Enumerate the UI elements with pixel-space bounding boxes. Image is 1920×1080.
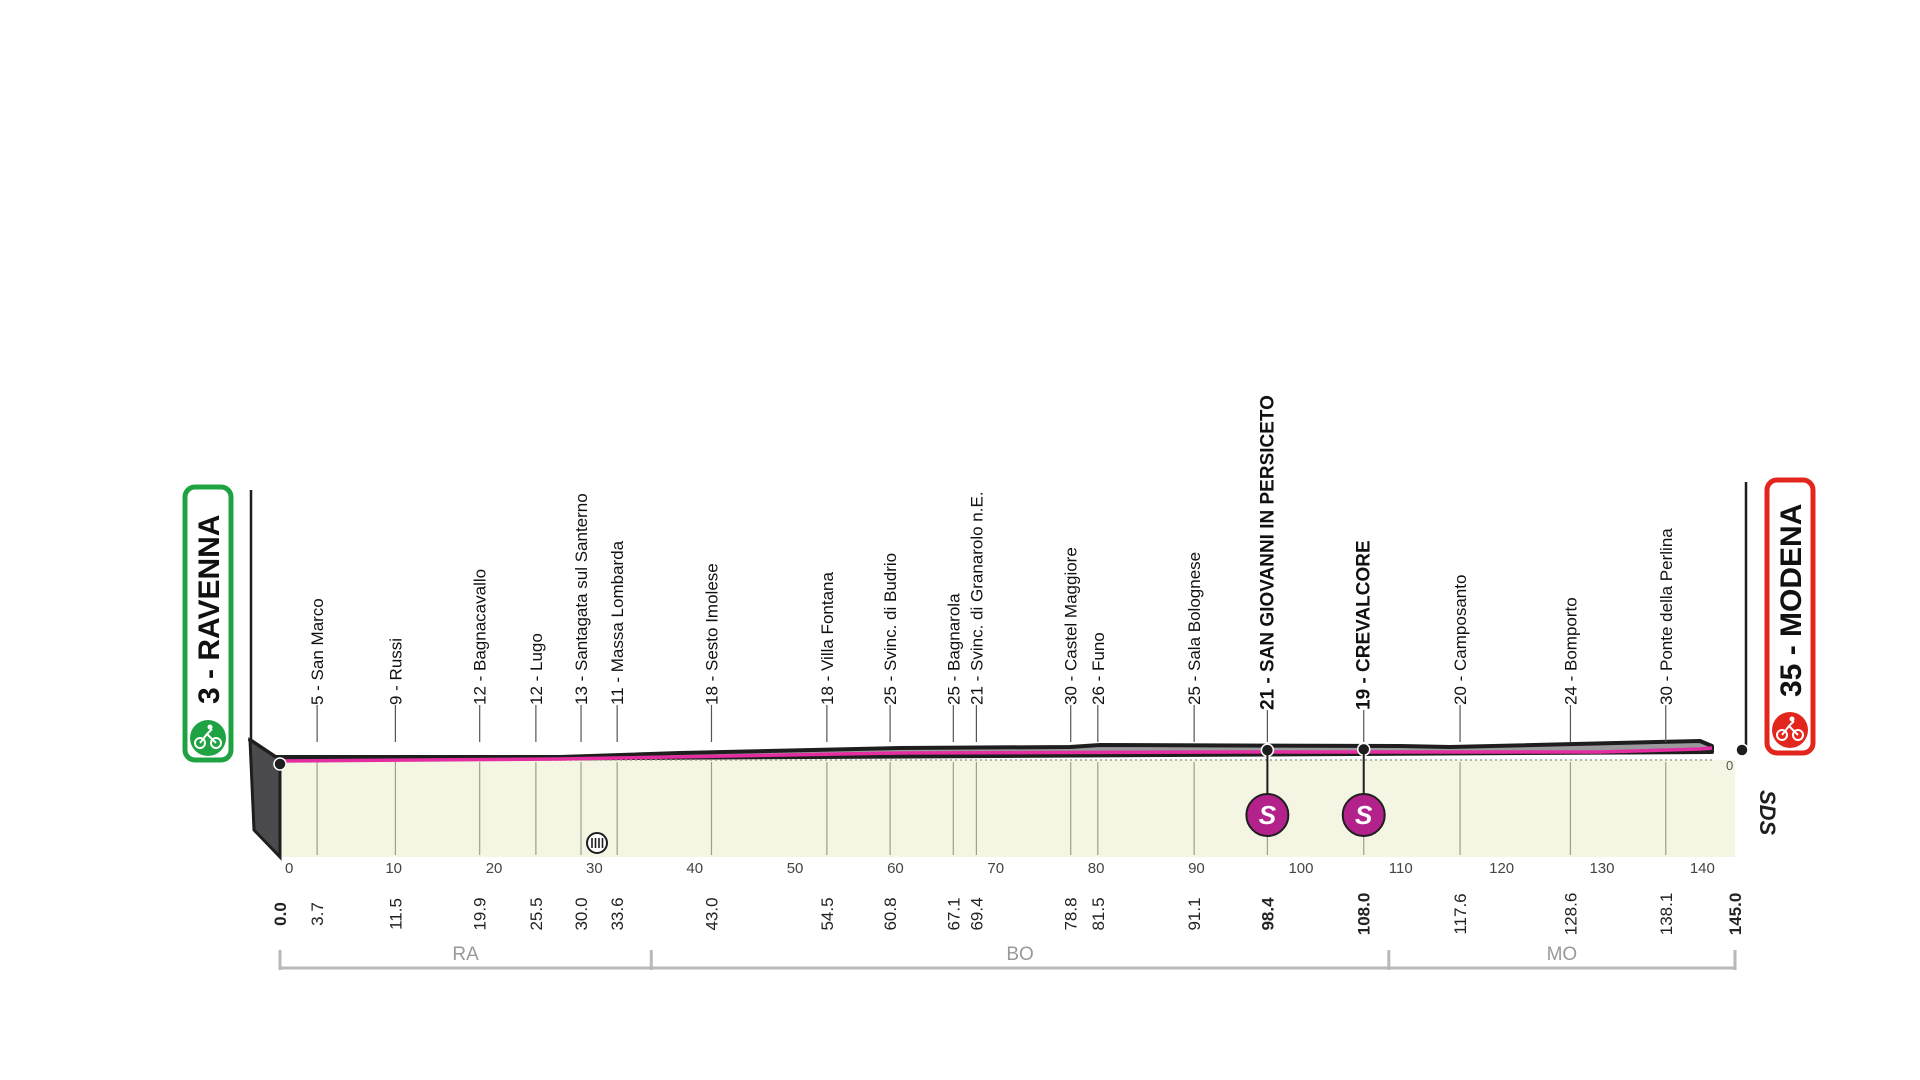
km-label: 117.6 [1451,893,1470,934]
km-label: 91.1 [1185,897,1204,930]
sprint-symbol: S [1355,800,1373,830]
axis-tick-label: 120 [1489,860,1514,877]
place-name: 12 - Lugo [527,633,546,705]
start-label: 3 - RAVENNA [193,515,226,704]
km-label: 11.5 [386,898,405,930]
km-label: 69.4 [967,897,986,930]
axis-tick-label: 0 [285,860,293,877]
axis-ticks: 0 10 20 30 40 50 60 70 80 90 100 110 120 130 140 [285,860,1715,877]
axis-tick-label: 30 [586,860,603,877]
axis-tick-label: 10 [385,860,402,877]
km-label: 3.7 [308,902,327,926]
zero-label: 0 [1726,758,1733,773]
profile-wall [248,737,282,861]
place-name: 30 - Castel Maggiore [1062,547,1081,705]
axis-tick-label: 20 [486,860,503,877]
place-name: 18 - Villa Fontana [818,572,837,705]
place-name: 9 - Russi [386,638,405,705]
km-label: 33.6 [608,897,627,930]
axis-tick-label: 110 [1389,860,1413,877]
km-label: 0.0 [271,902,290,926]
km-label: 43.0 [702,897,721,930]
km-label: 60.8 [881,897,900,930]
km-label: 108.0 [1355,893,1374,936]
finish-cyclist-icon [1772,712,1808,748]
km-label: 145.0 [1726,893,1745,936]
axis-tick-label: 40 [686,860,703,877]
place-name: 11 - Massa Lombarda [608,540,627,705]
km-label: 19.9 [471,897,490,930]
point-marker [273,757,287,771]
place-name: 24 - Bomporto [1561,597,1580,705]
place-name: 13 - Santagata sul Santerno [572,493,591,705]
grid-lines [316,762,1667,855]
km-label: 78.8 [1062,897,1081,930]
province-code: BO [1006,944,1033,965]
axis-tick-label: 60 [887,860,904,877]
place-name: 5 - San Marco [308,598,327,705]
profile-ground [280,760,1735,857]
place-name: 26 - Funo [1089,632,1108,705]
place-name: 21 - SAN GIOVANNI IN PERSICETO [1257,395,1278,710]
axis-tick-label: 100 [1288,860,1313,877]
start-badge: 3 - RAVENNA [182,484,234,763]
place-name: 25 - Sala Bolognese [1185,552,1204,705]
axis-tick-label: 50 [787,860,804,877]
point-marker [1735,743,1749,757]
axis-tick-label: 130 [1589,860,1614,877]
km-label: 67.1 [944,897,963,930]
axis-tick-label: 90 [1188,860,1205,877]
km-label: 98.4 [1258,897,1277,931]
place-name: 21 - Svinc. di Granarolo n.E. [967,491,986,705]
province-code: RA [452,944,479,965]
sprint-icon: S [1341,793,1386,837]
axis-tick-label: 70 [987,860,1004,877]
place-name: 12 - Bagnacavallo [471,569,490,705]
province-code: MO [1547,944,1578,965]
feed-zone-icon [586,832,608,854]
km-label: 128.6 [1561,893,1580,936]
place-name: 19 - CREVALCORE [1354,540,1375,710]
place-name: 30 - Ponte della Perlina [1657,528,1676,705]
places-layer: 0.0 3.7 5 - San Marco 11.5 9 - Russi 19.9 12 -… [271,395,1749,936]
axis-tick-label: 80 [1088,860,1105,877]
km-label: 25.5 [527,897,546,930]
place-name: 20 - Camposanto [1451,575,1470,705]
province-bar: RA BO MO [278,944,1737,970]
km-label: 30.0 [572,897,591,930]
sds-logo: SDS [1755,790,1780,836]
route-line [279,746,1713,763]
place-name: 18 - Sesto Imolese [702,563,721,705]
place-name: 25 - Svinc. di Budrio [881,553,900,705]
place-name: 25 - Bagnarola [944,593,963,705]
finish-label: 35 - MODENA [1775,504,1808,697]
cyclist-icon [190,720,226,756]
sprint-icon: S [1245,793,1290,837]
axis-tick-label: 140 [1690,860,1715,877]
km-label: 138.1 [1657,893,1676,936]
sprint-symbol: S [1259,800,1277,830]
km-label: 81.5 [1089,897,1108,930]
km-label: 54.5 [818,897,837,930]
finish-badge: 35 - MODENA [1764,477,1816,756]
elevation-profile [248,738,1714,762]
